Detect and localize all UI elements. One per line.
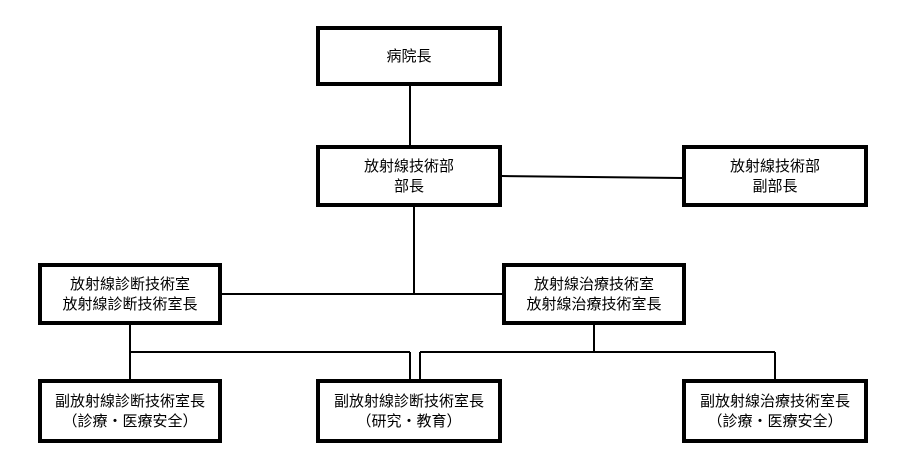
node-vice-therapy-clinical: 副放射線治療技術室長 （診療・医療安全）	[682, 379, 868, 443]
node-diagnostic-room: 放射線診断技術室 放射線診断技術室長	[38, 263, 222, 325]
node-role: 放射線診断技術室長	[62, 295, 198, 313]
node-role: 部長	[393, 177, 424, 195]
node-label: 放射線治療技術室	[533, 275, 654, 293]
node-deputy-department-head: 放射線技術部 副部長	[682, 145, 868, 207]
node-vice-diagnostic-research: 副放射線診断技術室長 （研究・教育）	[316, 379, 502, 443]
edge-dept-head-to-deputy	[501, 175, 683, 179]
node-hospital-director: 病院長	[316, 26, 502, 86]
node-scope: （診療・医療安全）	[707, 412, 843, 430]
node-department-head: 放射線技術部 部長	[316, 145, 502, 207]
node-role: 放射線治療技術室長	[526, 295, 662, 313]
node-vice-diagnostic-clinical: 副放射線診断技術室長 （診療・医療安全）	[38, 379, 222, 443]
node-scope: （研究・教育）	[356, 412, 462, 430]
node-role: 副部長	[752, 177, 798, 195]
node-label: 放射線技術部	[363, 157, 454, 175]
node-label: 病院長	[386, 47, 432, 65]
node-label: 放射線診断技術室	[69, 275, 190, 293]
node-label: 副放射線診断技術室長	[54, 392, 205, 410]
node-label: 副放射線診断技術室長	[333, 392, 484, 410]
node-scope: （診療・医療安全）	[62, 412, 198, 430]
node-therapy-room: 放射線治療技術室 放射線治療技術室長	[502, 263, 686, 325]
node-label: 放射線技術部	[729, 157, 820, 175]
node-label: 副放射線治療技術室長	[699, 392, 850, 410]
